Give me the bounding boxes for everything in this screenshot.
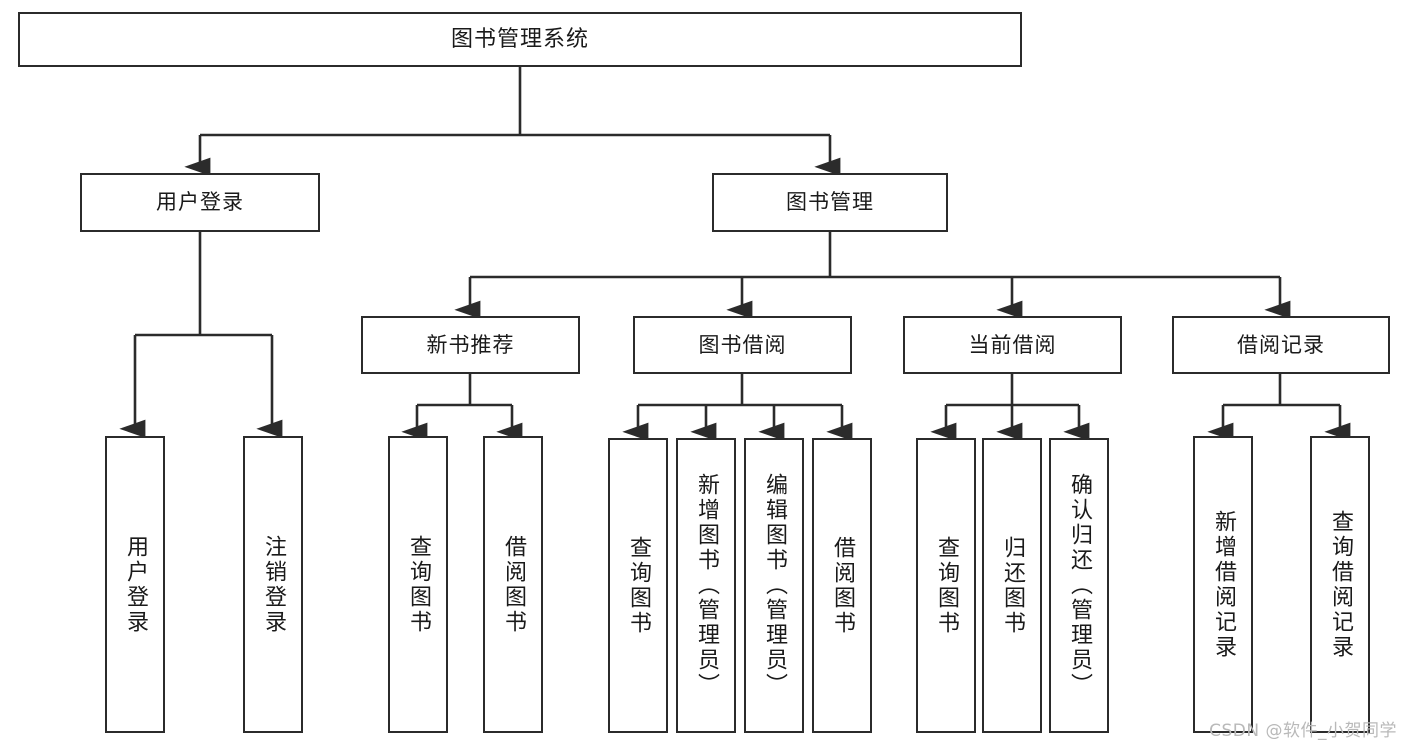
- node-label: 查询图书: [933, 535, 959, 636]
- leaf-current-borrow-confirm-return-admin[interactable]: 确认归还（管理员）: [1049, 438, 1109, 733]
- node-label: 借阅记录: [1237, 332, 1325, 357]
- leaf-current-borrow-return-book[interactable]: 归还图书: [982, 438, 1042, 733]
- leaf-book-borrow-borrow-book[interactable]: 借阅图书: [812, 438, 872, 733]
- node-label: 借阅图书: [829, 535, 855, 636]
- node-label: 图书管理: [786, 190, 874, 215]
- node-label: 归还图书: [999, 535, 1025, 636]
- node-current-borrow[interactable]: 当前借阅: [903, 316, 1122, 374]
- node-label: 用户登录: [122, 534, 148, 635]
- node-label: 用户登录: [156, 190, 244, 215]
- node-label: 新增借阅记录: [1210, 509, 1236, 660]
- node-label: 查询图书: [625, 535, 651, 636]
- node-label: 新书推荐: [426, 332, 515, 357]
- leaf-borrow-record-add-record[interactable]: 新增借阅记录: [1193, 436, 1253, 733]
- leaf-book-borrow-edit-book-admin[interactable]: 编辑图书（管理员）: [744, 438, 804, 733]
- leaf-current-borrow-query-book[interactable]: 查询图书: [916, 438, 976, 733]
- leaf-borrow-record-query-record[interactable]: 查询借阅记录: [1310, 436, 1370, 733]
- node-label: 借阅图书: [500, 534, 526, 635]
- leaf-user-login-logout[interactable]: 注销登录: [243, 436, 303, 733]
- leaf-new-book-query-book[interactable]: 查询图书: [388, 436, 448, 733]
- node-label: 编辑图书（管理员）: [761, 473, 787, 698]
- node-label: 图书借阅: [698, 332, 787, 357]
- node-label: 图书管理系统: [450, 26, 589, 52]
- leaf-book-borrow-query-book[interactable]: 查询图书: [608, 438, 668, 733]
- node-label: 注销登录: [260, 534, 286, 635]
- node-borrow-record[interactable]: 借阅记录: [1172, 316, 1390, 374]
- node-root-book-management-system[interactable]: 图书管理系统: [18, 12, 1022, 67]
- leaf-new-book-borrow-book[interactable]: 借阅图书: [483, 436, 543, 733]
- node-label: 查询图书: [405, 534, 431, 635]
- node-book-management[interactable]: 图书管理: [712, 173, 948, 232]
- node-label: 当前借阅: [968, 332, 1057, 357]
- node-new-book-recommend[interactable]: 新书推荐: [361, 316, 580, 374]
- leaf-book-borrow-add-book-admin[interactable]: 新增图书（管理员）: [676, 438, 736, 733]
- node-user-login[interactable]: 用户登录: [80, 173, 320, 232]
- node-book-borrow[interactable]: 图书借阅: [633, 316, 852, 374]
- node-label: 确认归还（管理员）: [1066, 473, 1092, 698]
- csdn-watermark: CSDN @软件_小贺同学: [1209, 721, 1397, 741]
- node-label: 新增图书（管理员）: [693, 473, 719, 698]
- leaf-user-login-login[interactable]: 用户登录: [105, 436, 165, 733]
- node-label: 查询借阅记录: [1327, 509, 1353, 660]
